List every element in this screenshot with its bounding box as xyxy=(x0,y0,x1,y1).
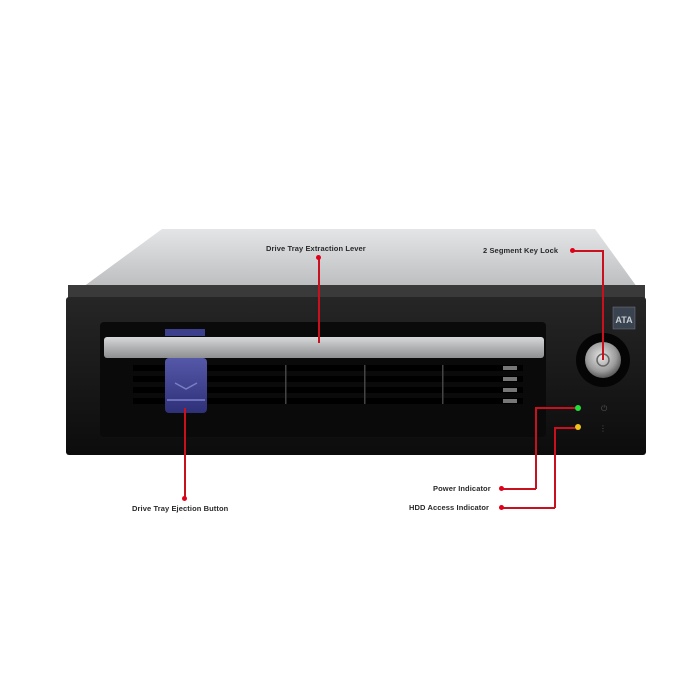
ejection-button xyxy=(165,358,207,413)
power-led xyxy=(575,405,581,411)
label-power-indicator: Power Indicator xyxy=(433,484,491,493)
keylock-callout-line-h xyxy=(573,250,603,252)
hdd-led xyxy=(575,424,581,430)
eject-callout-line xyxy=(184,408,186,498)
hdd-callout-dot xyxy=(499,505,504,510)
hdd-callout-line-h1 xyxy=(554,427,575,429)
lever-callout-dot xyxy=(316,255,321,260)
extraction-lever xyxy=(104,337,544,358)
power-callout-line-h2 xyxy=(502,488,536,490)
power-icon: ⏻ xyxy=(601,404,608,413)
key-lock xyxy=(585,342,621,378)
vent-slots xyxy=(133,365,523,404)
power-callout-line-v xyxy=(535,407,537,489)
keylock-callout-line-v xyxy=(602,250,604,360)
hdd-callout-line-v xyxy=(554,427,556,508)
eject-callout-dot xyxy=(182,496,187,501)
hdd-icon: ⋮ xyxy=(599,424,607,433)
power-callout-line-h1 xyxy=(535,407,575,409)
ata-badge: ATA xyxy=(615,315,633,325)
power-callout-dot xyxy=(499,486,504,491)
chassis-top xyxy=(68,229,645,298)
label-hdd-indicator: HDD Access Indicator xyxy=(409,503,490,512)
label-key-lock: 2 Segment Key Lock xyxy=(483,246,559,255)
lever-callout-line xyxy=(318,258,320,343)
hdd-callout-line-h2 xyxy=(502,507,555,509)
keylock-callout-dot xyxy=(570,248,575,253)
label-extraction-lever: Drive Tray Extraction Lever xyxy=(266,244,366,253)
label-eject-button: Drive Tray Ejection Button xyxy=(132,504,229,513)
